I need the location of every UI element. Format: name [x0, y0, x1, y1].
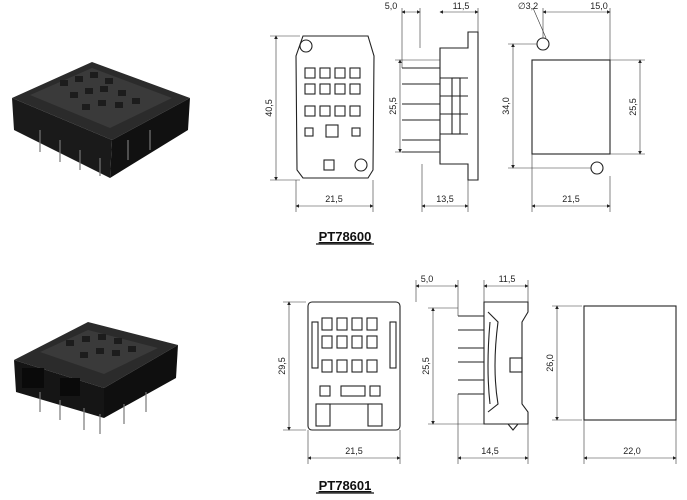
- pt78601-top-a-label: 5,0: [421, 274, 434, 284]
- pt78600-side-view: 5,0 11,5 25,5 13,5: [385, 1, 479, 212]
- pt78601-side-view: 5,0 11,5 25,5 14,5: [415, 274, 529, 464]
- pt78600-width2-label: 13,5: [436, 194, 454, 204]
- pt78601-height-label: 29,5: [277, 357, 287, 375]
- pt78600-front-view: 40,5 21,5: [264, 35, 375, 212]
- pt78600-side-height-label: 25,5: [628, 98, 638, 116]
- pt78601-width1-label: 21,5: [345, 446, 363, 456]
- pt78601-title: PT78601: [319, 478, 372, 493]
- pt78601-side-height-label: 26,0: [545, 354, 555, 372]
- pt78601-width2-label: 14,5: [481, 446, 499, 456]
- pt78600-title: PT78600: [319, 229, 372, 244]
- pt78601-pin-height-label: 25,5: [421, 357, 431, 375]
- pt78601-top-view: 26,0 22,0: [545, 305, 677, 464]
- socket-photo-pt78601: [14, 322, 178, 434]
- pt78600-pin-height-label: 25,5: [388, 97, 398, 115]
- pt78600-diameter-label: ∅3,2: [518, 1, 538, 11]
- pt78601-width3-label: 22,0: [623, 446, 641, 456]
- pt78600-width1-label: 21,5: [325, 194, 343, 204]
- pt78600-depth-label: 34,0: [501, 97, 511, 115]
- pt78600-top-view: ∅3,2 15,0 34,0 25,5 21,5: [501, 1, 645, 212]
- socket-photo-pt78600: [12, 62, 190, 178]
- pt78601-front-view: 29,5 21,5: [277, 301, 401, 464]
- pt78600-top-b-label: 11,5: [453, 1, 470, 11]
- pt78600-height-label: 40,5: [264, 99, 274, 117]
- pt78600-top-a-label: 5,0: [385, 1, 398, 11]
- pt78600-top-c-label: 15,0: [590, 1, 608, 11]
- pt78601-top-b-label: 11,5: [499, 274, 516, 284]
- pt78600-width3-label: 21,5: [562, 194, 580, 204]
